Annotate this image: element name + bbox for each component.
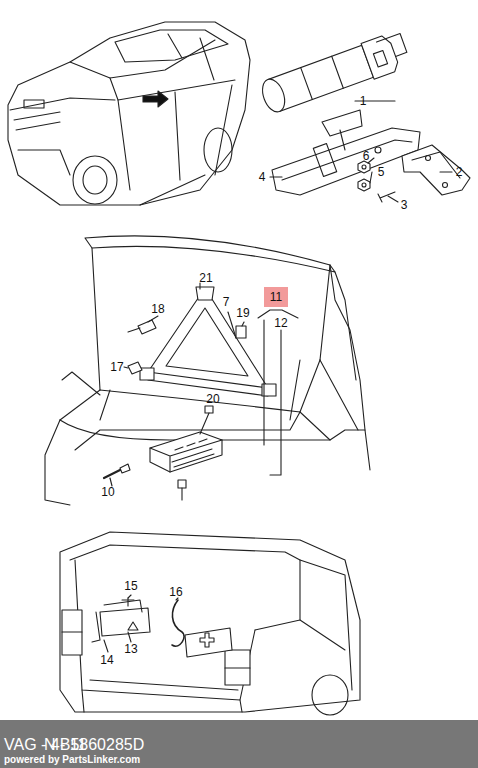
callout-number: 4 [259, 171, 266, 183]
extinguisher [258, 30, 412, 117]
wagon-drawing [60, 532, 360, 715]
warning-triangle [140, 287, 276, 396]
callout-number: 18 [151, 303, 164, 315]
callout-number: 7 [223, 296, 230, 308]
callout-number: 3 [401, 199, 408, 211]
callout-number: 13 [124, 643, 137, 655]
parts-illustration [0, 0, 478, 720]
first-aid-box [150, 406, 222, 472]
callout-number: 2 [456, 166, 463, 178]
callout-number: 17 [110, 361, 123, 373]
callout-number: 16 [169, 586, 182, 598]
bracket [272, 110, 420, 195]
callout-number: 19 [236, 307, 249, 319]
callout-number: 5 [378, 166, 385, 178]
footer-band: VAG - 4B5860285DN - 11powered by PartsLi… [0, 720, 478, 768]
callout-number: 6 [363, 150, 370, 162]
sedan-drawing [8, 22, 250, 205]
highlight-box: 11 [264, 287, 288, 307]
callout-number: 14 [100, 654, 113, 666]
callout-number: 12 [274, 317, 287, 329]
footer-text: powered by PartsLinker.com [4, 755, 140, 765]
callout-number: 15 [124, 580, 137, 592]
footer-text: N - 11 [44, 737, 86, 753]
callout-number: 11 [270, 291, 282, 303]
callout-number: 21 [199, 272, 212, 284]
location-arrow [143, 91, 168, 107]
callout-number: 10 [101, 486, 114, 498]
callout-number: 20 [206, 393, 219, 405]
callout-number: 1 [360, 95, 367, 107]
trunk-drawing [45, 236, 370, 505]
